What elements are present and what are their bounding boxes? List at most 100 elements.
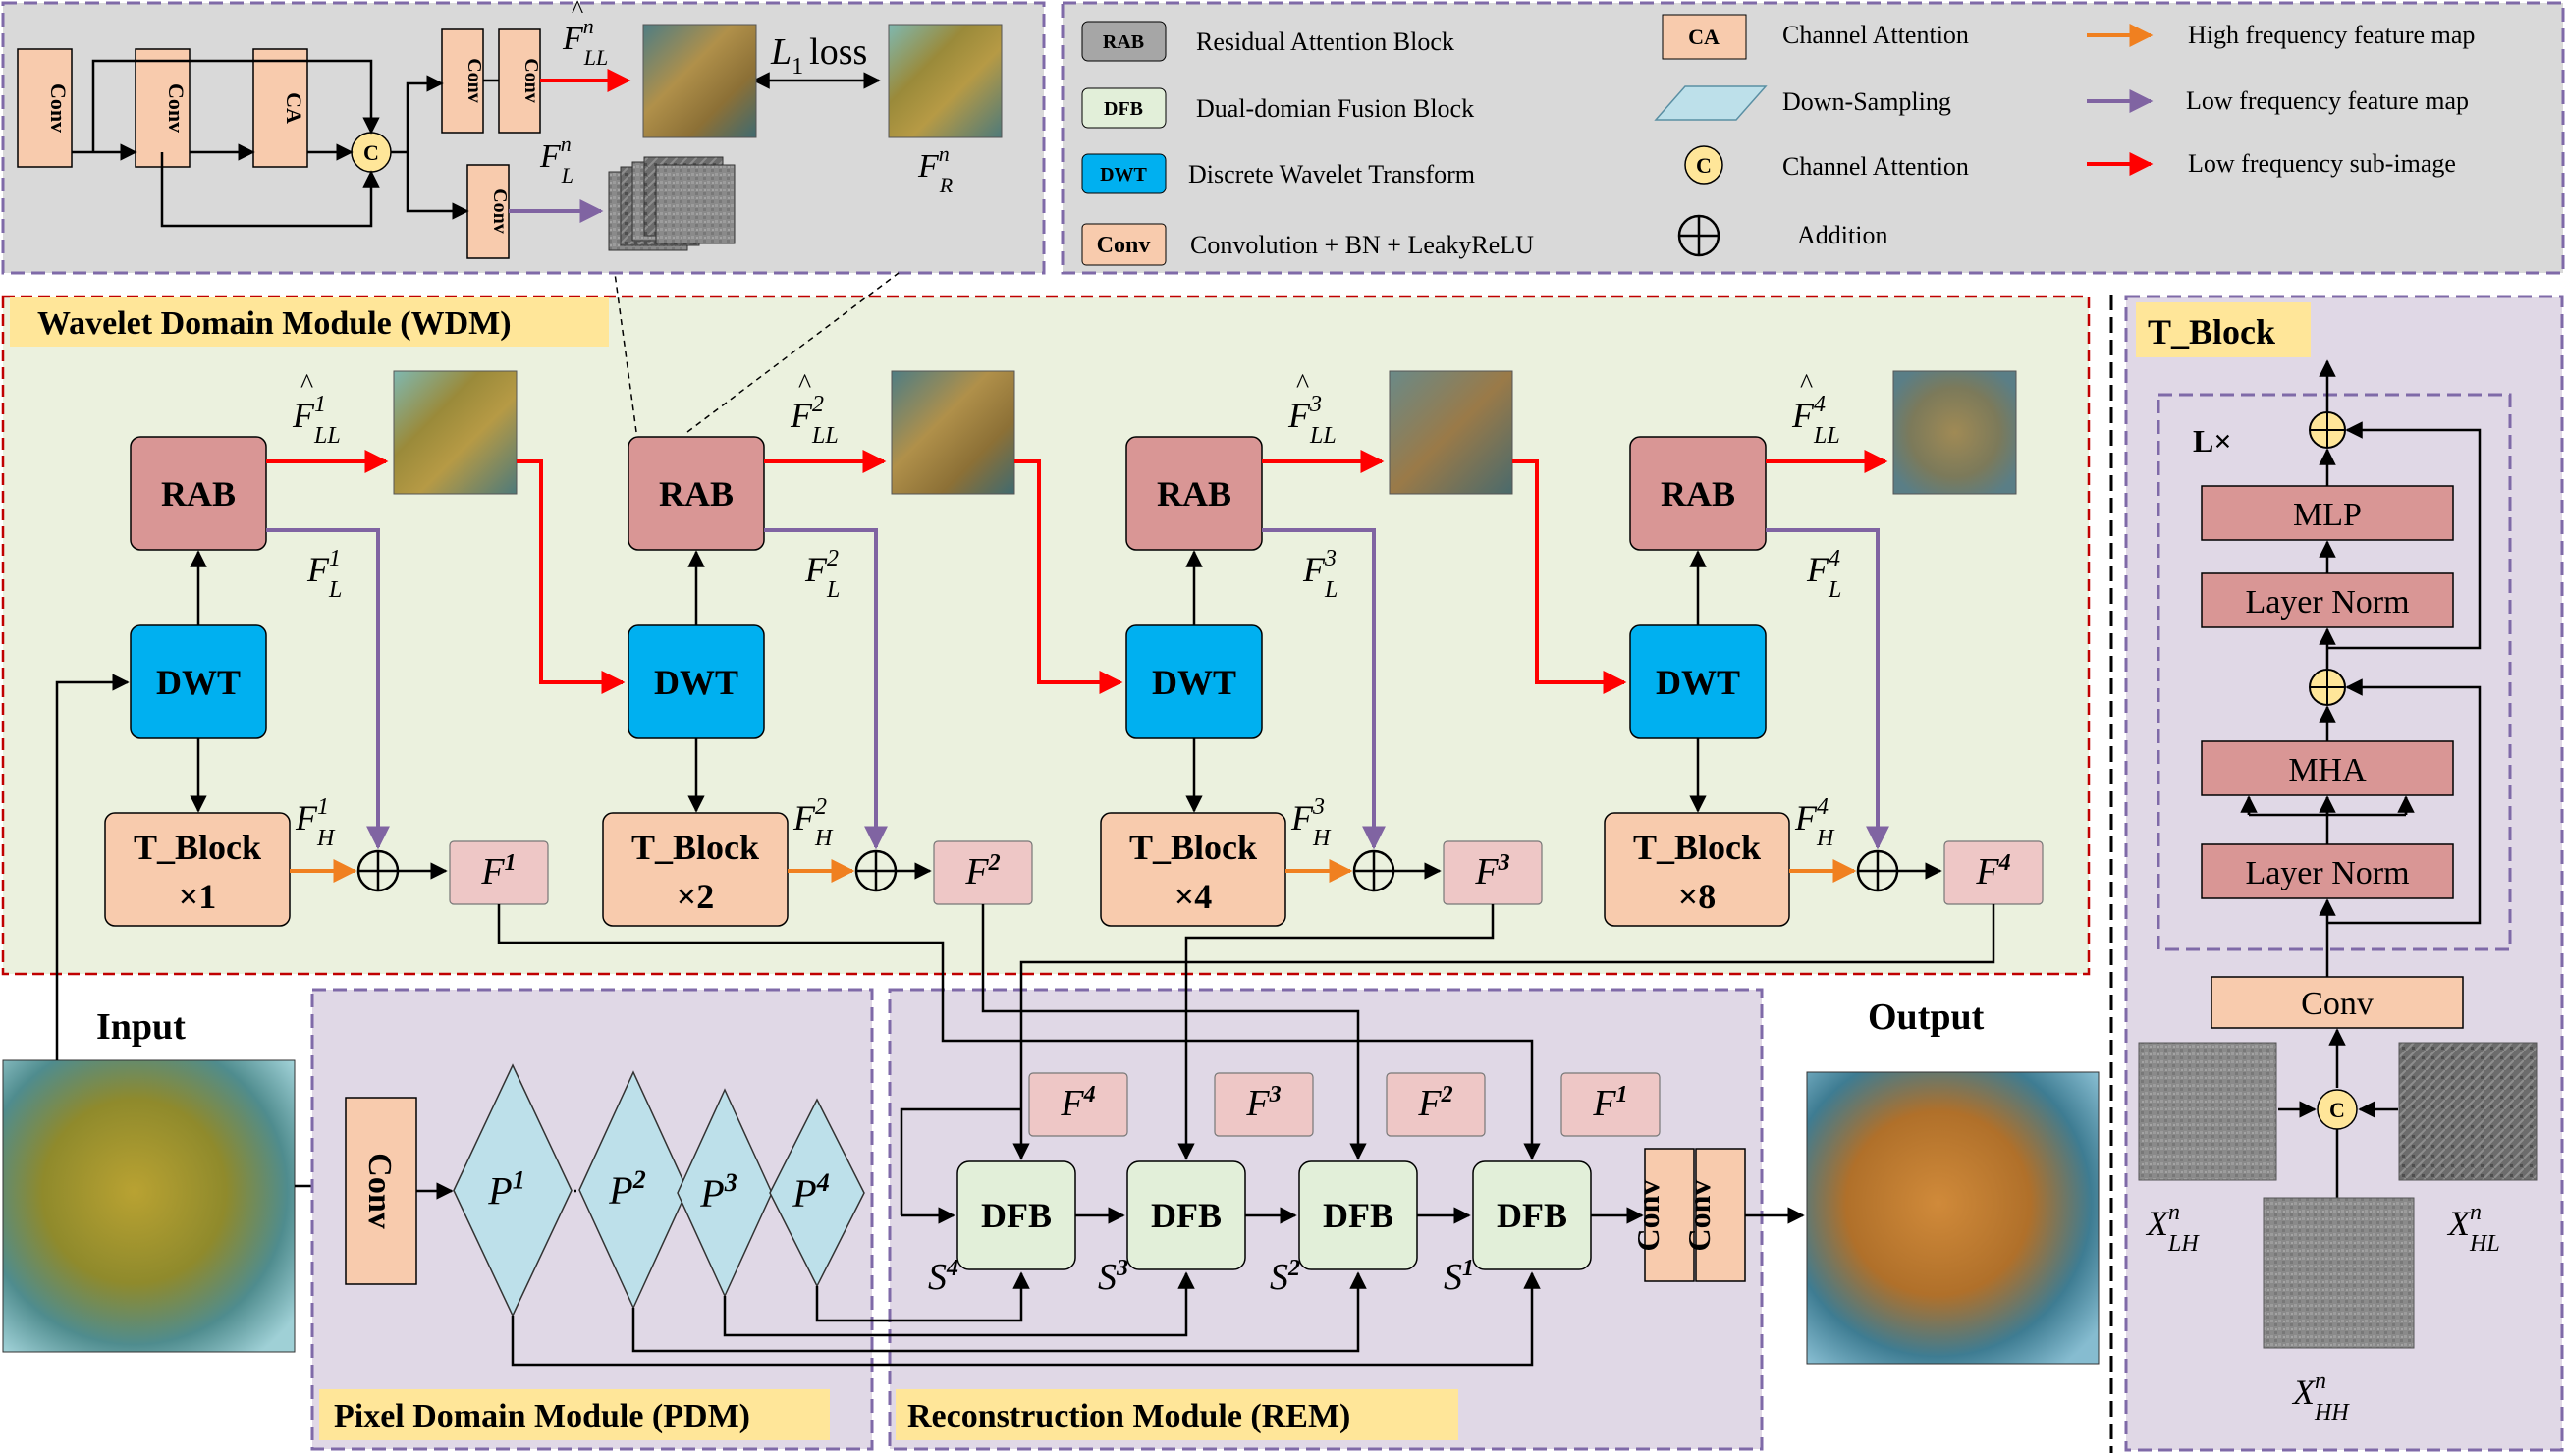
tblock-hl-image	[2398, 1042, 2538, 1181]
rem-f-box-4	[1560, 1072, 1661, 1137]
svg-text:Addition: Addition	[1797, 221, 1887, 249]
svg-text:Conv: Conv	[1097, 233, 1151, 258]
f-label-3: F3	[1474, 850, 1509, 892]
svg-text:DFB: DFB	[1104, 98, 1143, 120]
svg-text:Conv: Conv	[164, 83, 189, 133]
dfb-label-1: DFB	[981, 1196, 1052, 1235]
input-label: Input	[96, 1006, 186, 1048]
rab-block-3	[1125, 436, 1263, 551]
dwt-label-2: DWT	[654, 663, 738, 702]
rab-label-2: RAB	[659, 474, 734, 513]
legend-add-icon	[1677, 214, 1720, 257]
rem-conv-1	[1644, 1148, 1695, 1282]
svg-text:High frequency feature map: High frequency feature map	[2188, 21, 2475, 49]
rem-f-box-2	[1214, 1072, 1314, 1137]
svg-text:Dual-domian Fusion Block: Dual-domian Fusion Block	[1196, 94, 1474, 123]
fll-image-4	[1892, 370, 2017, 495]
input-image	[2, 1059, 296, 1353]
svg-text:Channel Attention: Channel Attention	[1782, 152, 1969, 181]
svg-text:Conv: Conv	[361, 1153, 398, 1228]
svg-text:CA: CA	[1688, 25, 1720, 49]
svg-text:^: ^	[1296, 369, 1309, 400]
svg-text:RAB: RAB	[1103, 31, 1144, 53]
detail-ca	[252, 48, 308, 168]
svg-text:Convolution + BN + LeakyReLU: Convolution + BN + LeakyReLU	[1190, 231, 1534, 259]
tblock-hh-image	[2263, 1197, 2415, 1349]
svg-text:C: C	[363, 140, 379, 165]
dwt-label-3: DWT	[1152, 663, 1236, 702]
tblock-layernorm-2	[2201, 843, 2454, 899]
tblock-label-4: T_Block	[1633, 828, 1761, 867]
dwt-label-4: DWT	[1656, 663, 1740, 702]
detail-conv-4	[498, 28, 541, 134]
detail-fll-image	[642, 24, 757, 138]
rab-label-1: RAB	[161, 474, 236, 513]
svg-text:Conv: Conv	[2301, 986, 2374, 1022]
fll-image-3	[1389, 370, 1513, 495]
svg-text:Residual Attention Block: Residual Attention Block	[1196, 27, 1454, 56]
tblock-label-1: T_Block	[134, 828, 261, 867]
rab-label-3: RAB	[1157, 474, 1231, 513]
tblock-mult-3: ×4	[1174, 877, 1213, 916]
svg-text:^: ^	[798, 369, 811, 400]
svg-text:Conv: Conv	[520, 58, 542, 103]
rab-block-4	[1629, 436, 1767, 551]
detail-fr-image	[888, 24, 1003, 138]
svg-text:Conv: Conv	[464, 58, 485, 103]
svg-text:^: ^	[572, 0, 583, 24]
tblock-add-icon-mid	[2309, 669, 2346, 706]
svg-text:^: ^	[1800, 369, 1813, 400]
svg-text:Discrete Wavelet Transform: Discrete Wavelet Transform	[1188, 160, 1475, 189]
svg-text:Conv: Conv	[46, 83, 71, 133]
fll-image-1	[393, 370, 518, 495]
svg-text:CA: CA	[282, 92, 306, 124]
dfb-label-4: DFB	[1497, 1196, 1567, 1235]
rem-title: Reconstruction Module (REM)	[907, 1398, 1350, 1434]
rab-block-2	[628, 436, 765, 551]
rem-f-label-1: F4	[1060, 1082, 1095, 1124]
dfb-label-3: DFB	[1323, 1196, 1393, 1235]
svg-text:Low frequency feature map: Low frequency feature map	[2186, 86, 2469, 115]
pdm-region: Pixel Domain Module (PDM) Conv	[310, 988, 874, 1451]
rab-label-4: RAB	[1661, 474, 1735, 513]
tblock-lh-image	[2138, 1042, 2277, 1181]
fll-image-2	[891, 370, 1015, 495]
svg-text:^: ^	[300, 369, 313, 400]
svg-text:Low frequency sub-image: Low frequency sub-image	[2188, 149, 2456, 178]
svg-text:Conv: Conv	[1681, 1180, 1717, 1252]
svg-text:C: C	[1696, 153, 1712, 178]
tblock-title: T_Block	[2148, 312, 2275, 351]
dwt-label-1: DWT	[156, 663, 241, 702]
input-group: Input	[2, 674, 341, 1353]
svg-text:Conv: Conv	[489, 189, 511, 234]
detail-conv-1	[17, 48, 73, 168]
tblock-conv	[2211, 976, 2464, 1029]
output-group: Output	[1806, 997, 2100, 1365]
pdm-conv	[345, 1097, 417, 1285]
legend-panel: RAB Residual Attention Block DFB Dual-do…	[1061, 1, 2565, 275]
tblock-panel: T_Block L× MLP Layer Norm MHA Layer Norm…	[2124, 295, 2564, 1452]
wdm-title: Wavelet Domain Module (WDM)	[37, 305, 512, 342]
rab-block-1	[130, 436, 267, 551]
output-image	[1806, 1071, 2100, 1365]
rem-conv-2	[1695, 1148, 1746, 1282]
detail-fl-stack	[608, 156, 736, 251]
svg-text:Channel Attention: Channel Attention	[1782, 21, 1969, 49]
svg-text:Layer Norm: Layer Norm	[2245, 584, 2409, 620]
output-label: Output	[1868, 997, 1985, 1038]
svg-text:MHA: MHA	[2288, 752, 2367, 788]
tblock-mlp	[2201, 485, 2454, 541]
dfb-label-2: DFB	[1151, 1196, 1222, 1235]
rab-detail-panel: Conv Conv CA C Conv Conv Conv	[1, 0, 1046, 275]
pdm-title: Pixel Domain Module (PDM)	[334, 1398, 750, 1434]
detail-conv-5	[466, 164, 510, 259]
tblock-layernorm-1	[2201, 572, 2454, 628]
svg-text:Layer Norm: Layer Norm	[2245, 855, 2409, 891]
rem-f-box-3	[1386, 1072, 1486, 1137]
tblock-label-2: T_Block	[631, 828, 759, 867]
